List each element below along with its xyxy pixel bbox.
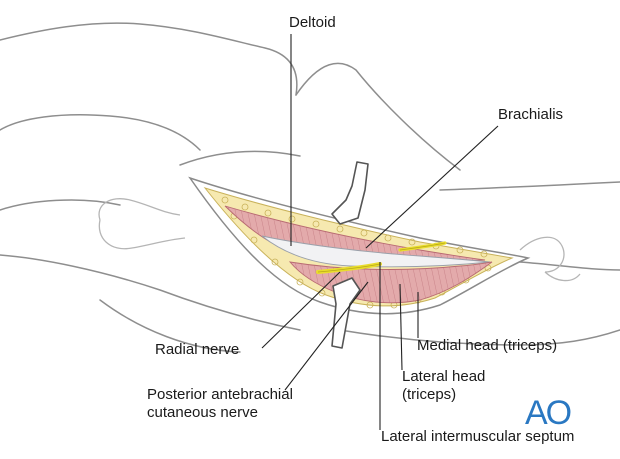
- label-lateral-head-triceps: Lateral head (triceps): [402, 368, 485, 404]
- bone-outline: [98, 198, 581, 282]
- ao-logo: AO: [525, 394, 572, 432]
- label-radial-nerve: Radial nerve: [155, 341, 240, 358]
- leader-lines: [261, 34, 499, 430]
- label-line: cutaneous nerve: [147, 404, 258, 421]
- label-deltoid: Deltoid: [289, 14, 336, 31]
- label-line: (triceps): [402, 386, 457, 403]
- label-line: Lateral head: [402, 368, 486, 385]
- label-brachialis: Brachialis: [498, 106, 564, 123]
- retractors: [331, 161, 369, 349]
- label-lateral-intermuscular-septum: Lateral intermuscular septum: [381, 428, 575, 445]
- label-posterior-antebrachial-cutaneous-nerve: Posterior antebrachial cutaneous nerve: [147, 386, 293, 422]
- label-line: Posterior antebrachial: [147, 386, 293, 403]
- body-outline: [0, 22, 620, 353]
- label-medial-head-triceps: Medial head (triceps): [417, 337, 558, 354]
